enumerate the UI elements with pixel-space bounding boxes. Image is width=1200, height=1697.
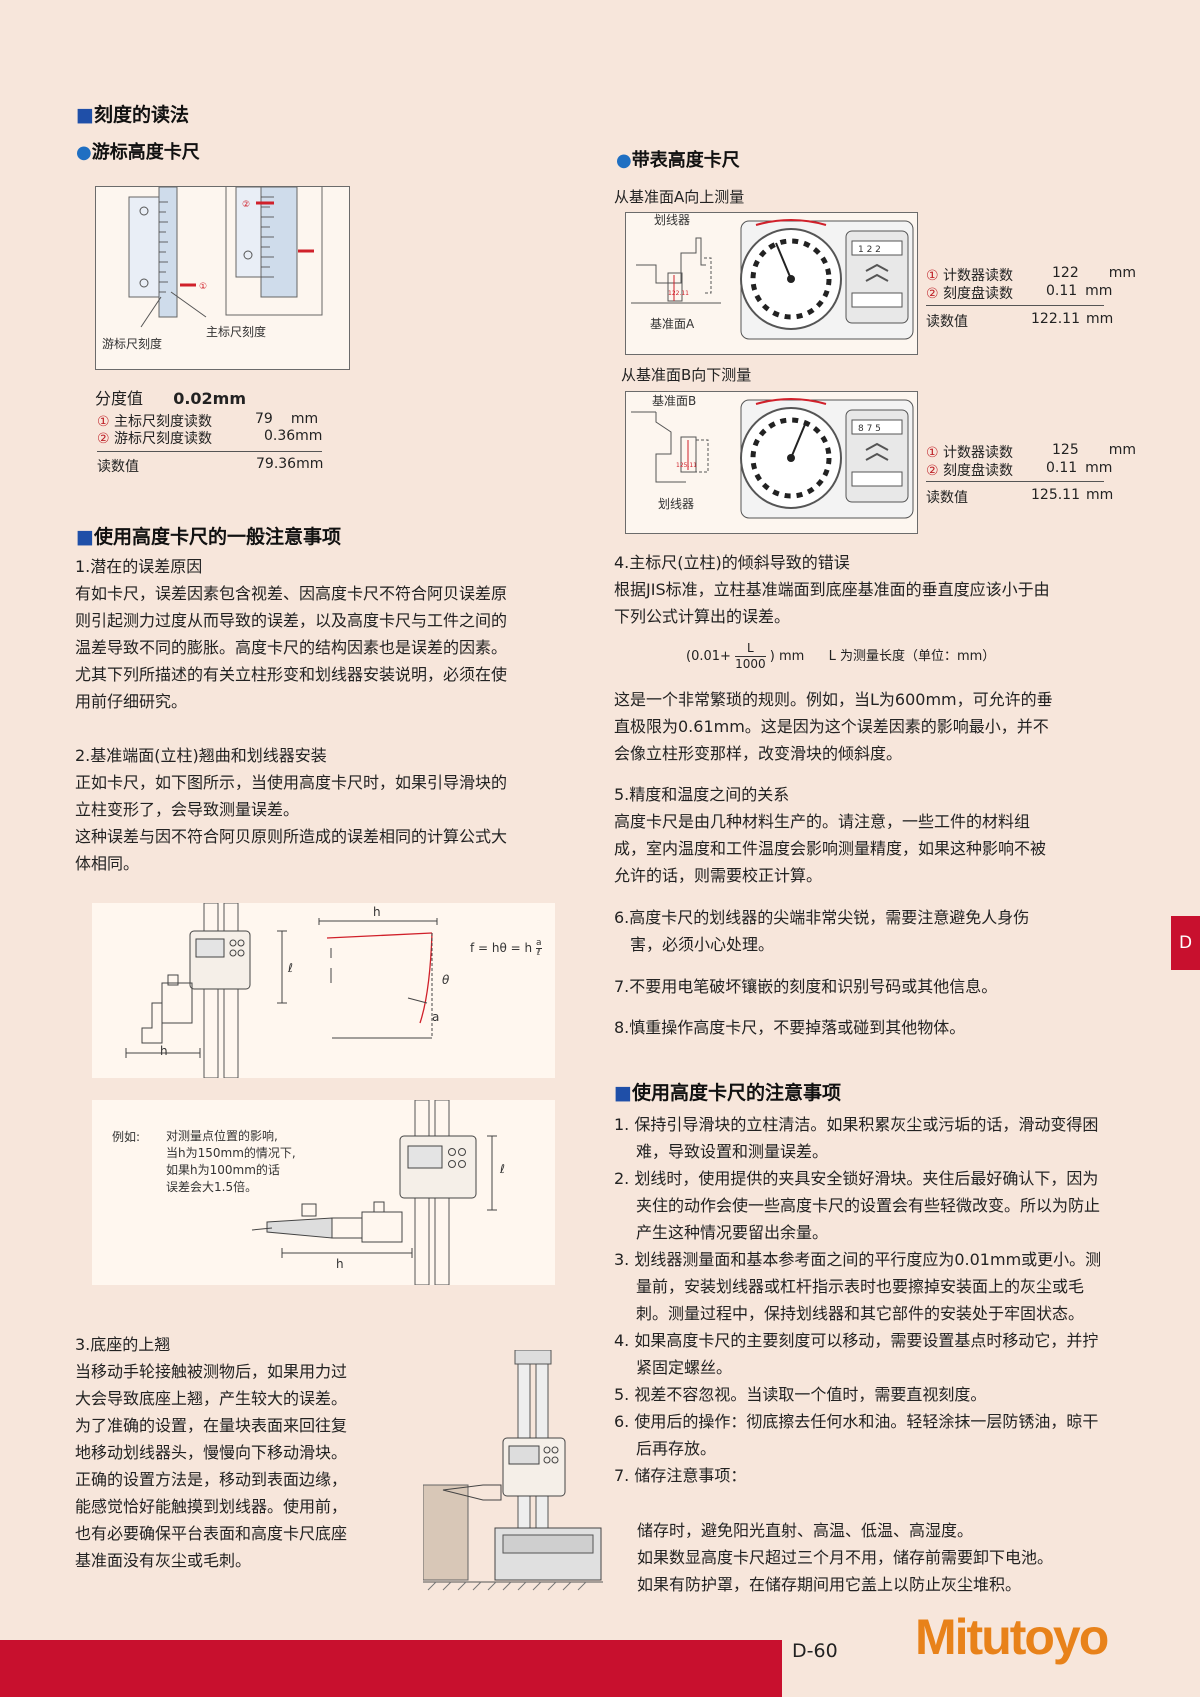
label-h-top: h xyxy=(373,905,381,919)
item-5-heading: 5.精度和温度之间的关系 xyxy=(614,785,790,804)
fig-height-a: 122.11 xyxy=(668,290,689,297)
case-a-caption: 从基准面A向上测量 xyxy=(614,188,745,206)
item-1-block: 1.潜在的误差原因 有如卡尺，误差因素包含视差、因高度卡尺不符合阿贝误差原 则引… xyxy=(75,553,575,715)
vernier-reading-row-2: ② 游标尺刻度读数 xyxy=(97,431,213,447)
vernier-reading-row-1: ① 主标尺刻度读数 xyxy=(97,414,213,430)
label-a: a xyxy=(432,1010,440,1024)
divider xyxy=(97,451,322,452)
fig-height-b: 125.11 xyxy=(676,462,697,469)
item-2-heading: 2.基准端面(立柱)翘曲和划线器安装 xyxy=(75,746,327,765)
vernier-total-label: 读数值 xyxy=(97,459,139,475)
base-lift-illustration xyxy=(422,1349,603,1595)
dial-figure-a: 122.11 1 2 2 划线器 基准面A xyxy=(625,212,918,355)
storage-notes: 储存时，避免阳光直射、高温、低温、高湿度。 如果数显高度卡尺超过三个月不用，储存… xyxy=(637,1521,1054,1594)
height-gauge-base-drawing xyxy=(422,1349,603,1591)
main-scale-label: 主标尺刻度 xyxy=(206,325,267,339)
footer-bar xyxy=(0,1640,782,1697)
item-3-block: 3.底座的上翘 当移动手轮接触被测物后，如果用力过 大会导致底座上翘，产生较大的… xyxy=(75,1331,415,1574)
item-2-block: 2.基准端面(立柱)翘曲和划线器安装 正如卡尺，如下图所示，当使用高度卡尺时，如… xyxy=(75,742,575,877)
list-item: 3. 划线器测量面和基本参考面之间的平行度应为0.01mm或更小。测量前，安装划… xyxy=(614,1250,1102,1323)
example-figure: 例如: 对测量点位置的影响, 当h为150mm的情况下, 如果h为100mm的话… xyxy=(92,1099,555,1286)
subsection-title-dial: ●带表高度卡尺 xyxy=(616,150,740,171)
label-h-bottom: h xyxy=(160,1044,168,1058)
divider xyxy=(926,481,1104,482)
list-item: 5. 视差不容忽视。当读取一个值时，需要直视刻度。 xyxy=(614,1385,987,1404)
label-theta: θ xyxy=(442,973,450,987)
item-4-continued: 这是一个非常繁琐的规则。例如，当L为600mm，可允许的垂 直极限为0.61mm… xyxy=(614,690,1053,763)
case-a-total-label: 读数值 xyxy=(926,314,968,330)
section-title-general: ■使用高度卡尺的一般注意事项 xyxy=(76,526,341,548)
case-b-row-1: ① 计数器读数 xyxy=(926,445,1014,461)
dial-gauge-b-illustration: 125.11 8 7 5 xyxy=(631,398,914,519)
section-title-usage: ■使用高度卡尺的注意事项 xyxy=(614,1082,841,1104)
svg-text:①: ① xyxy=(199,282,207,292)
graduation-row: 分度值 0.02mm xyxy=(95,389,247,408)
list-item: 7. 储存注意事项： xyxy=(614,1466,747,1485)
page-number: D-60 xyxy=(792,1640,838,1662)
dial-gauge-a-illustration: 122.11 1 2 2 xyxy=(631,219,914,340)
divider xyxy=(926,305,1104,306)
item-8: 8.慎重操作高度卡尺，不要掉落或碰到其他物体。 xyxy=(614,1018,966,1037)
item-7: 7.不要用电笔破坏镶嵌的刻度和识别号码或其他信息。 xyxy=(614,977,998,996)
measuring-point-illustration xyxy=(251,1099,497,1286)
counter-digits-b: 8 7 5 xyxy=(858,424,881,434)
case-b-total-label: 读数值 xyxy=(926,490,968,506)
dot-bullet-icon: ● xyxy=(616,150,632,171)
usage-notes-list: 1. 保持引导滑块的立柱清洁。如果积累灰尘或污垢的话，滑动变得困难，导致设置和测… xyxy=(614,1111,1114,1489)
case-b-row-2: ② 刻度盘读数 xyxy=(926,463,1014,479)
vernier-scale-illustration: ① ② xyxy=(128,184,323,328)
dial-figure-b: 125.11 8 7 5 基准面B 划线器 xyxy=(625,391,918,534)
label-l: ℓ xyxy=(288,961,293,975)
vernier-scale-label: 游标尺刻度 xyxy=(102,337,163,351)
warp-formula: f = hθ = h a ℓ xyxy=(470,938,542,958)
example-label-h: h xyxy=(336,1257,344,1271)
list-item: 6. 使用后的操作：彻底擦去任何水和油。轻轻涂抹一层防锈油，晾干后再存放。 xyxy=(614,1412,1099,1458)
case-b-scriber-label: 划线器 xyxy=(658,497,695,511)
item-4-block: 4.主标尺(立柱)的倾斜导致的错误 根据JIS标准，立柱基准端面到底座基准面的垂… xyxy=(614,549,1134,630)
case-a-ref-label: 基准面A xyxy=(650,317,695,331)
list-item: 1. 保持引导滑块的立柱清洁。如果积累灰尘或污垢的话，滑动变得困难，导致设置和测… xyxy=(614,1115,1099,1161)
svg-text:②: ② xyxy=(242,200,250,210)
dot-bullet-icon: ● xyxy=(76,142,92,163)
item-3-heading: 3.底座的上翘 xyxy=(75,1335,171,1354)
square-bullet-icon: ■ xyxy=(76,104,94,126)
vernier-figure: ① ② 游标尺刻度 主标尺刻度 xyxy=(95,184,350,370)
square-bullet-icon: ■ xyxy=(76,526,94,548)
item-5-block: 5.精度和温度之间的关系 高度卡尺是由几种材料生产的。请注意，一些工件的材料组 … xyxy=(614,781,1134,889)
case-b-ref-label: 基准面B xyxy=(652,394,697,408)
vernier-total-value: 79.36mm xyxy=(256,456,324,472)
column-warp-figure: h ℓ h θ a f = hθ = h a ℓ xyxy=(92,902,555,1079)
square-bullet-icon: ■ xyxy=(614,1082,632,1104)
case-a-row-1: ① 计数器读数 xyxy=(926,268,1014,284)
height-gauge-warp-illustration xyxy=(125,902,438,1079)
example-text: 对测量点位置的影响, 当h为150mm的情况下, 如果h为100mm的话 误差会… xyxy=(166,1129,296,1194)
case-a-scriber-label: 划线器 xyxy=(654,213,691,227)
subsection-title-vernier: ●游标高度卡尺 xyxy=(76,142,200,163)
counter-digits-a: 1 2 2 xyxy=(858,245,881,255)
item-4-heading: 4.主标尺(立柱)的倾斜导致的错误 xyxy=(614,553,850,572)
list-item: 2. 划线时，使用提供的夹具安全锁好滑块。夹住后最好确认下，因为夹住的动作会使一… xyxy=(614,1169,1101,1242)
perpendicularity-formula: (0.01+ L 1000 ) mm L 为测量长度（单位：mm） xyxy=(686,641,996,671)
example-label-l: ℓ xyxy=(500,1162,505,1176)
example-label: 例如: xyxy=(112,1130,141,1144)
chapter-tab: D xyxy=(1171,916,1200,970)
vernier-reading-value-2: 0.36mm xyxy=(264,428,323,444)
case-a-row-2: ② 刻度盘读数 xyxy=(926,286,1014,302)
item-6-block: 6.高度卡尺的划线器的尖端非常尖锐，需要注意避免人身伤 害，必须小心处理。 xyxy=(614,908,1030,954)
item-1-heading: 1.潜在的误差原因 xyxy=(75,557,203,576)
brand-logo: Mitutoyo xyxy=(915,1609,1109,1665)
section-title-reading: ■刻度的读法 xyxy=(76,104,189,126)
case-b-caption: 从基准面B向下测量 xyxy=(621,366,752,384)
list-item: 4. 如果高度卡尺的主要刻度可以移动，需要设置基点时移动它，并拧紧固定螺丝。 xyxy=(614,1331,1099,1377)
